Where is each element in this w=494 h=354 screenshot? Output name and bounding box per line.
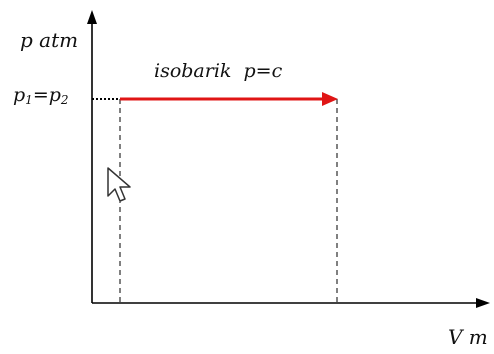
equals-sign: = (32, 84, 49, 106)
mouse-pointer-icon (107, 167, 131, 202)
y-axis-label: p atm (20, 28, 79, 52)
x-axis-label: V m (448, 325, 488, 349)
y-axis-arrowhead (87, 10, 97, 24)
p1-symbol: p (13, 84, 26, 106)
isobaric-process-arrowhead (322, 92, 338, 106)
pressure-equality-label: p1=p2 (13, 84, 69, 107)
p2-symbol: p (48, 84, 61, 106)
p1-subscript: 1 (25, 93, 33, 107)
p2-subscript: 2 (60, 93, 69, 107)
x-axis-arrowhead (476, 298, 490, 308)
isobaric-process-label: isobarik p=c (154, 60, 283, 82)
